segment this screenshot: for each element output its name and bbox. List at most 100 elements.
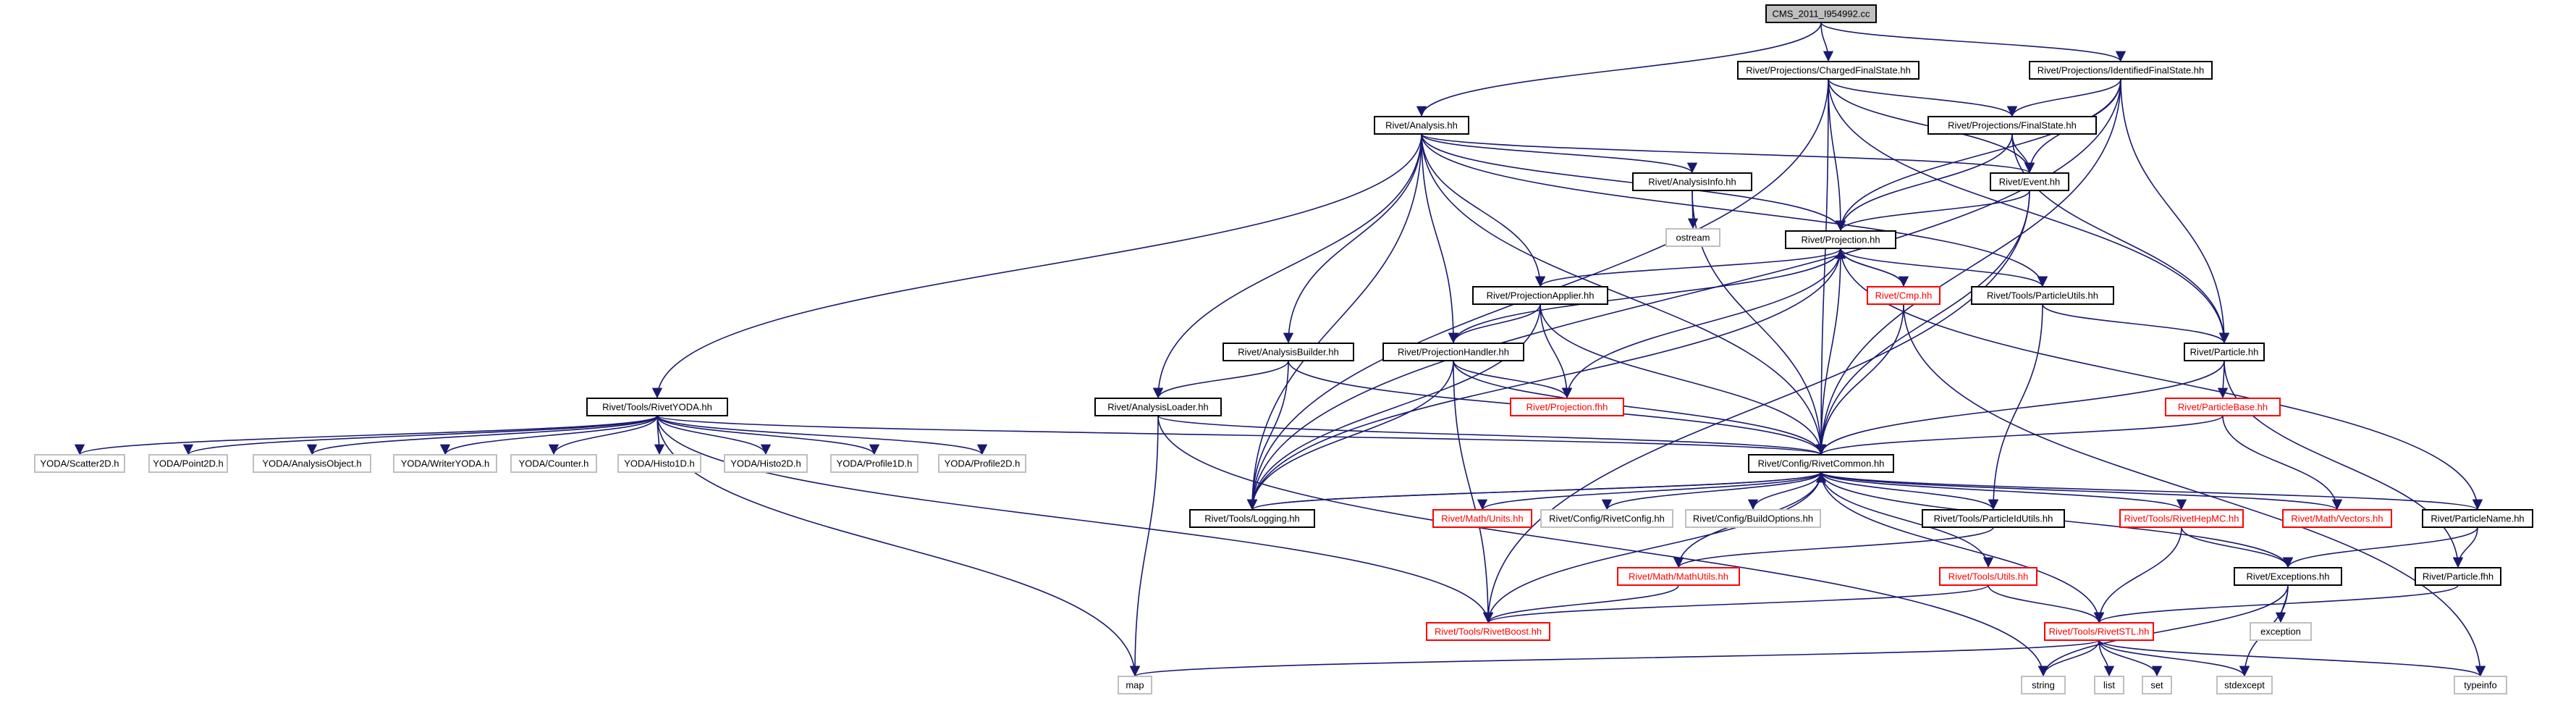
edge-projapplier-to-projhandler [1448, 303, 1541, 344]
edge-analysis-to-projection [1421, 133, 1846, 232]
edge-analysisbuilder-to-analysisloader [1152, 360, 1289, 399]
node-analysis[interactable]: Rivet/Analysis.hh [1374, 116, 1469, 135]
edge-identfs-to-rivetcommon [1815, 78, 2121, 456]
node-projfhh[interactable]: Rivet/Projection.fhh [1510, 398, 1624, 416]
edge-event-to-projection [1835, 190, 2030, 232]
node-mathutils-label: Rivet/Math/MathUtils.hh [1629, 571, 1728, 582]
node-particleidutils-box [1922, 509, 2065, 528]
node-root-label: CMS_2011_I954992.cc [1773, 9, 1870, 20]
node-particlename[interactable]: Rivet/ParticleName.hh [2422, 509, 2533, 528]
edge-rivetcommon-to-utils [1820, 471, 1994, 568]
edge-rivetyoda-to-histo2d [656, 415, 772, 456]
edge-chargedfs-to-particle [1828, 78, 2230, 344]
node-particleidutils-label: Rivet/Tools/ParticleIdUtils.hh [1934, 513, 2053, 524]
node-buildoptions-label: Rivet/Config/BuildOptions.hh [1693, 513, 1813, 524]
node-rivetcommon[interactable]: Rivet/Config/RivetCommon.hh [1748, 454, 1894, 473]
node-rivetstl[interactable]: Rivet/Tools/RivetSTL.hh [2044, 622, 2154, 641]
node-string: string [2021, 676, 2066, 694]
node-ostream-label: ostream [1676, 232, 1710, 243]
node-string-box [2021, 676, 2066, 694]
node-rivetyoda[interactable]: Rivet/Tools/RivetYODA.hh [586, 398, 728, 416]
node-particleidutils[interactable]: Rivet/Tools/ParticleIdUtils.hh [1922, 509, 2065, 528]
node-analysisloader[interactable]: Rivet/AnalysisLoader.hh [1094, 398, 1222, 416]
node-analysisinfo[interactable]: Rivet/AnalysisInfo.hh [1632, 172, 1752, 191]
edge-rivetstl-to-typeinfo [2098, 639, 2486, 677]
node-utils-box [1939, 567, 2037, 586]
node-rivetconfig: Rivet/Config/RivetConfig.hh [1540, 509, 1673, 528]
edge-particleutils-to-particleidutils [1988, 303, 2043, 511]
node-projhandler-box [1382, 343, 1524, 361]
node-identfs[interactable]: Rivet/Projections/IdentifiedFinalState.h… [2029, 61, 2213, 80]
node-units[interactable]: Rivet/Math/Units.hh [1432, 509, 1532, 528]
node-particlebase[interactable]: Rivet/ParticleBase.hh [2165, 398, 2281, 416]
node-typeinfo-label: typeinfo [2464, 680, 2497, 691]
edge-event-to-rivetcommon [1815, 190, 2030, 456]
edge-exceptions-to-string [2037, 584, 2289, 677]
edge-projhandler-to-logging [1246, 360, 1454, 511]
node-histo2d: YODA/Histo2D.h [724, 454, 808, 473]
edge-rivethepmc-to-exceptions [2181, 526, 2294, 568]
edge-analysis-to-rivetyoda [651, 133, 1422, 399]
edge-particle-to-rivetcommon [1815, 360, 2225, 456]
node-rivetconfig-label: Rivet/Config/RivetConfig.hh [1549, 513, 1665, 524]
node-particleutils[interactable]: Rivet/Tools/ParticleUtils.hh [1971, 286, 2114, 305]
node-cmp[interactable]: Rivet/Cmp.hh [1867, 286, 1941, 305]
node-particle[interactable]: Rivet/Particle.hh [2184, 343, 2265, 361]
edge-chargedfs-to-projection [1828, 78, 1846, 232]
node-particlefhh[interactable]: Rivet/Particle.fhh [2415, 567, 2501, 586]
node-typeinfo-box [2454, 676, 2507, 694]
edge-projection-to-logging [1246, 248, 1841, 511]
node-projhandler[interactable]: Rivet/ProjectionHandler.hh [1382, 343, 1524, 361]
node-map-box [1118, 676, 1152, 694]
node-stdexcept-box [2216, 676, 2273, 694]
node-projection[interactable]: Rivet/Projection.hh [1785, 230, 1896, 249]
edge-projhandler-to-rivetboost [1453, 360, 1494, 624]
node-point2d-box [148, 454, 228, 473]
node-typeinfo: typeinfo [2454, 676, 2507, 694]
node-map: map [1118, 676, 1152, 694]
edge-projection-to-projapplier [1535, 248, 1841, 287]
node-event[interactable]: Rivet/Event.hh [1990, 172, 2069, 191]
node-writeryoda-box [393, 454, 497, 473]
node-counter-box [510, 454, 597, 473]
node-histo2d-label: YODA/Histo2D.h [730, 458, 801, 469]
node-analysisbuilder-label: Rivet/AnalysisBuilder.hh [1238, 347, 1338, 358]
file-nodes: CMS_2011_I954992.ccRivet/Projections/Cha… [34, 4, 2533, 694]
node-writeryoda-label: YODA/WriterYODA.h [401, 458, 490, 469]
node-writeryoda: YODA/WriterYODA.h [393, 454, 497, 473]
node-rivetstl-label: Rivet/Tools/RivetSTL.hh [2049, 626, 2150, 637]
node-root[interactable]: CMS_2011_I954992.cc [1765, 4, 1877, 23]
node-set: set [2142, 676, 2172, 694]
edge-projhandler-to-rivetcommon [1453, 360, 1827, 456]
node-analysis-box [1374, 116, 1469, 135]
node-finalstate-box [1927, 116, 2097, 135]
node-cmp-label: Rivet/Cmp.hh [1875, 290, 1933, 301]
node-projfhh-label: Rivet/Projection.fhh [1526, 402, 1608, 413]
node-chargedfs[interactable]: Rivet/Projections/ChargedFinalState.hh [1737, 61, 1920, 80]
edge-projapplier-to-rivetcommon [1540, 303, 1827, 456]
node-rivetboost[interactable]: Rivet/Tools/RivetBoost.hh [1426, 622, 1550, 641]
node-particlename-label: Rivet/ParticleName.hh [2431, 513, 2524, 524]
node-rivetyoda-label: Rivet/Tools/RivetYODA.hh [602, 402, 712, 413]
node-profile2d-box [938, 454, 1026, 473]
node-rivethepmc[interactable]: Rivet/Tools/RivetHepMC.hh [2119, 509, 2244, 528]
node-string-label: string [2032, 680, 2055, 691]
node-analysisinfo-label: Rivet/AnalysisInfo.hh [1648, 177, 1736, 188]
node-logging[interactable]: Rivet/Tools/Logging.hh [1189, 509, 1315, 528]
node-particleutils-label: Rivet/Tools/ParticleUtils.hh [1987, 290, 2098, 301]
edge-rivetyoda-to-rivetboost [656, 415, 1494, 624]
node-scatter2d-label: YODA/Scatter2D.h [40, 458, 119, 469]
node-projection-label: Rivet/Projection.hh [1801, 235, 1880, 245]
node-particlefhh-label: Rivet/Particle.fhh [2423, 571, 2493, 582]
node-finalstate[interactable]: Rivet/Projections/FinalState.hh [1927, 116, 2097, 135]
node-projapplier[interactable]: Rivet/ProjectionApplier.hh [1472, 286, 1608, 305]
node-vectors[interactable]: Rivet/Math/Vectors.hh [2282, 509, 2392, 528]
edge-chargedfs-to-rivetcommon [1815, 78, 1829, 456]
node-analysisbuilder[interactable]: Rivet/AnalysisBuilder.hh [1222, 343, 1354, 361]
node-stdexcept: stdexcept [2216, 676, 2273, 694]
node-profile1d-box [830, 454, 919, 473]
node-mathutils[interactable]: Rivet/Math/MathUtils.hh [1617, 567, 1740, 586]
node-exceptions[interactable]: Rivet/Exceptions.hh [2234, 567, 2342, 586]
node-utils[interactable]: Rivet/Tools/Utils.hh [1939, 567, 2037, 586]
edge-particlename-to-exceptions [2282, 526, 2478, 568]
